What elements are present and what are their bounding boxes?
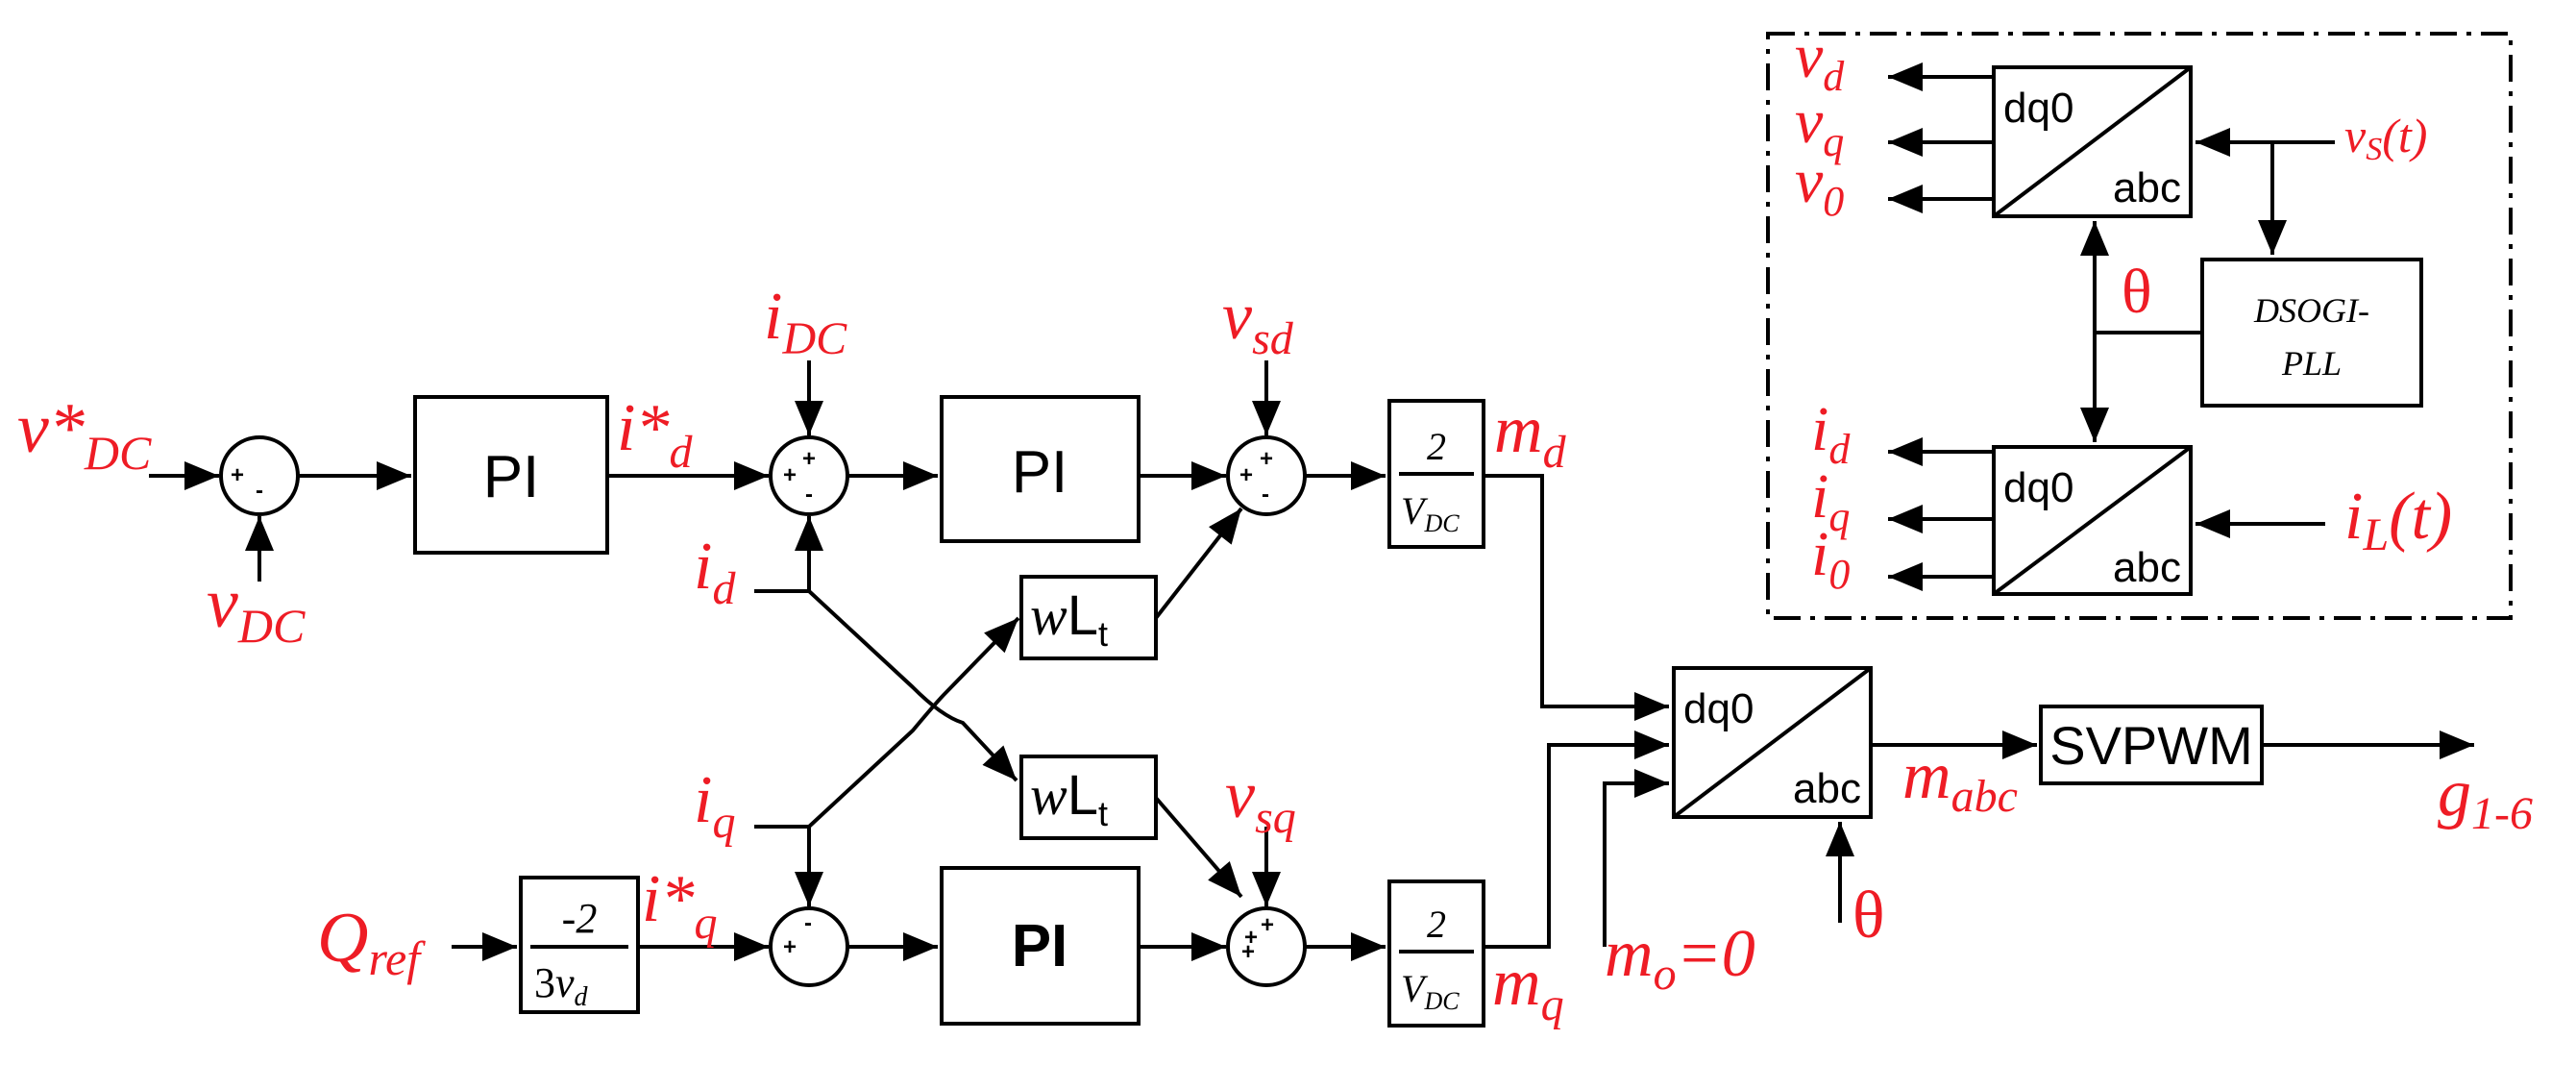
gain-iq-denominator: 3vd	[534, 959, 589, 1012]
wire-iq-cross	[754, 616, 1020, 829]
sign-vq-a: +	[1261, 912, 1274, 938]
dq0-abc-main-diag	[1672, 666, 1873, 819]
label-id: id	[694, 530, 736, 614]
gain-d-denominator: VDC	[1401, 489, 1460, 537]
label-mq: mq	[1492, 946, 1564, 1030]
label-iq-ref: i*q	[642, 862, 717, 949]
svpwm-label: SVPWM	[2049, 715, 2253, 776]
label-mo: mo=0	[1605, 917, 1755, 1000]
pll-line2: PLL	[2281, 344, 2342, 383]
label-vsd: vsd	[1222, 280, 1294, 364]
sign-vd-bottom: -	[1262, 482, 1269, 508]
pll-line1: DSOGI-	[2253, 291, 2369, 330]
label-vdc-ref: v*DC	[17, 389, 152, 480]
wire-mo	[1603, 769, 1669, 947]
gain-iq-numerator: -2	[562, 895, 598, 942]
sign-id-left: +	[783, 462, 797, 488]
label-vd-inset: vd	[1795, 21, 1845, 100]
sign-vdc-plus: +	[231, 462, 244, 488]
label-il-inset: iL(t)	[2344, 480, 2452, 560]
label-i0-inset: i0	[1811, 519, 1850, 598]
dq0-main-bottom: abc	[1793, 765, 1861, 812]
label-mabc: mabc	[1902, 739, 2018, 822]
sign-iq-left: +	[783, 934, 797, 960]
label-vdc: vDC	[207, 564, 306, 653]
dq0-current-top: dq0	[2003, 464, 2073, 511]
sign-id-bottom: -	[805, 482, 813, 508]
pi-d-label: PI	[1012, 439, 1068, 506]
label-iq-inset: iq	[1811, 461, 1850, 540]
label-qref: Qref	[317, 899, 426, 985]
label-idc: iDC	[764, 280, 847, 364]
sign-vd-left: +	[1239, 462, 1253, 488]
sign-vq-c: +	[1241, 939, 1255, 965]
wire-id-cross	[807, 589, 1018, 782]
dq0-voltage-top: dq0	[2003, 85, 2073, 132]
sum-junction-iq	[769, 906, 849, 987]
sum-junction-vd	[1226, 435, 1307, 516]
label-md: md	[1494, 393, 1567, 478]
dq0-current-bottom: abc	[2113, 544, 2181, 591]
label-vs-inset: vS(t)	[2344, 109, 2427, 167]
sum-junction-id	[769, 435, 849, 516]
sign-vd-top: +	[1260, 446, 1273, 472]
measurement-inset	[1766, 32, 2513, 620]
sign-vq-b: +	[1244, 925, 1258, 951]
dq0-main-top: dq0	[1683, 685, 1754, 732]
label-g: g1-6	[2438, 756, 2533, 839]
sum-junction-vdc	[219, 435, 300, 516]
wire-id-to-sum2	[754, 516, 823, 593]
gain-q-denominator: VDC	[1401, 967, 1460, 1015]
pi-block-d	[940, 395, 1141, 543]
wl-block-top	[1019, 575, 1158, 660]
wl-block-bottom	[1019, 755, 1158, 840]
sign-iq-top: -	[804, 910, 812, 936]
label-id-inset: id	[1811, 394, 1851, 473]
label-theta-inset: θ	[2122, 257, 2152, 327]
label-theta-main: θ	[1852, 879, 1885, 953]
dq0-abc-current-diag	[1992, 445, 2193, 596]
dq0-voltage-bottom: abc	[2113, 164, 2181, 211]
sign-vdc-minus: -	[256, 478, 263, 504]
label-vq-inset: vq	[1795, 87, 1844, 165]
wl-top-label: wLt	[1030, 584, 1108, 654]
dq0-abc-voltage-diag	[1992, 65, 2193, 218]
label-id-ref: i*d	[617, 391, 693, 478]
wire-wl-bot-sum5	[1154, 796, 1243, 899]
wire-mq	[1484, 731, 1669, 949]
wire-md	[1484, 474, 1669, 721]
label-vsq: vsq	[1225, 758, 1296, 843]
sum-junction-vq	[1226, 906, 1307, 987]
wire-wl-top-sum3	[1154, 507, 1243, 620]
dsogi-pll-block	[2200, 258, 2423, 408]
wl-bottom-label: wLt	[1030, 764, 1108, 833]
svpwm-block	[2039, 705, 2264, 785]
pi-block-q	[940, 866, 1141, 1026]
sign-id-top: +	[802, 446, 816, 472]
pi-dc-label: PI	[483, 444, 540, 510]
gain-q-numerator: 2	[1427, 903, 1446, 946]
pi-q-label: PI	[1012, 913, 1068, 979]
label-v0-inset: v0	[1795, 146, 1844, 225]
label-iq: iq	[694, 763, 735, 848]
pi-block-dc	[413, 395, 609, 555]
gain-d-numerator: 2	[1427, 425, 1446, 468]
